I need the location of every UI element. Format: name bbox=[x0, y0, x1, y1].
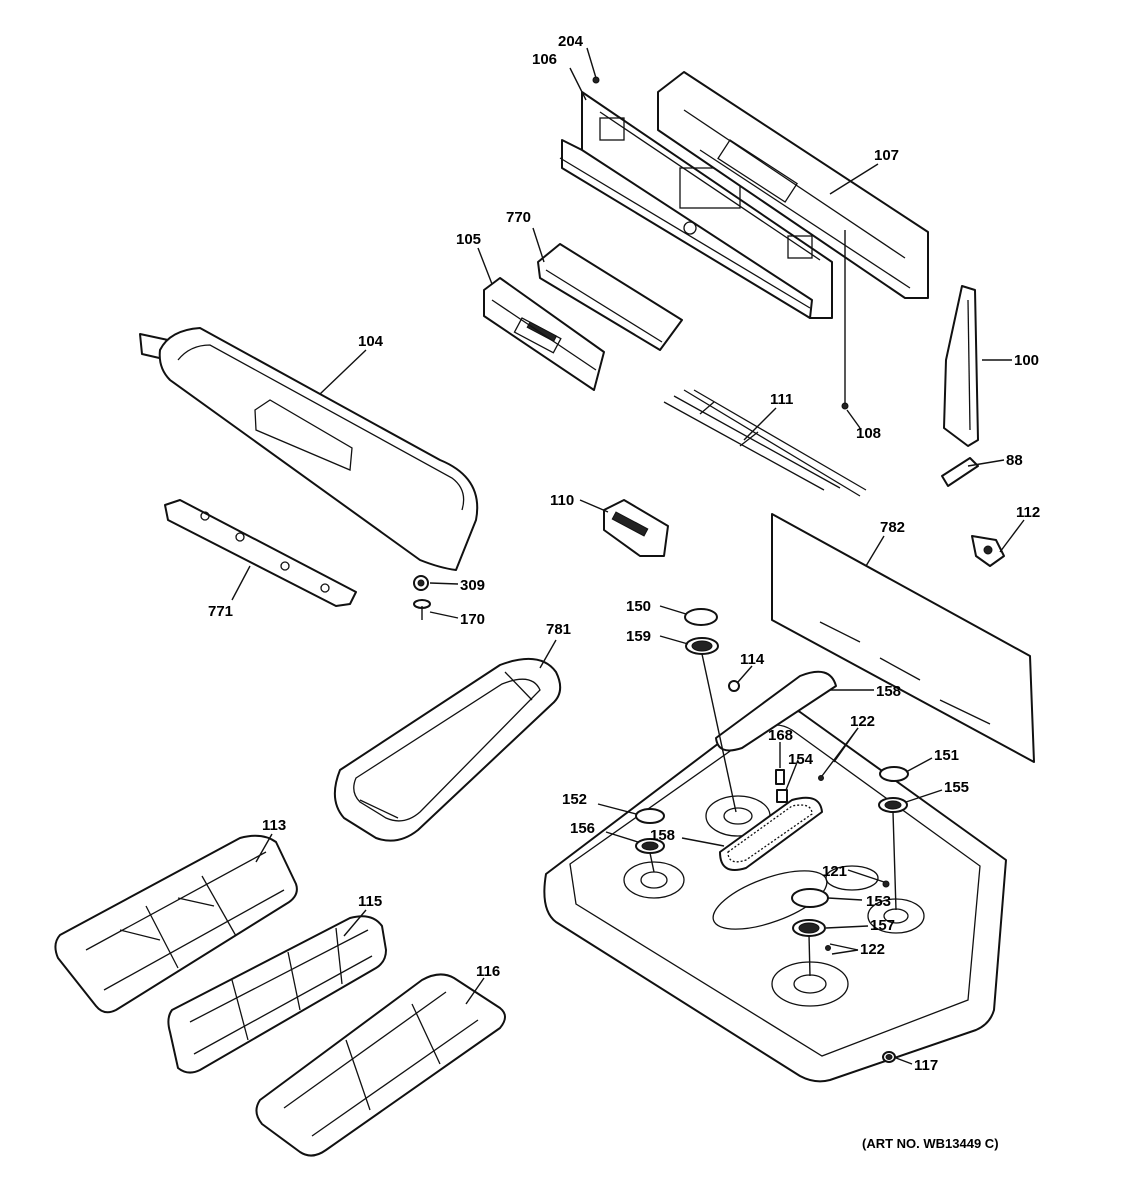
part-157-burner-head bbox=[792, 919, 826, 937]
callout-152: 152 bbox=[562, 791, 587, 808]
part-150-burner-cap bbox=[684, 608, 718, 626]
callout-108: 108 bbox=[856, 425, 881, 442]
part-104-backguard bbox=[139, 327, 479, 571]
part-112-valve bbox=[971, 535, 1005, 567]
art-number: (ART NO. WB13449 C) bbox=[862, 1136, 999, 1151]
callout-170: 170 bbox=[460, 611, 485, 628]
part-100-side-trim bbox=[943, 285, 979, 447]
part-115-grate bbox=[167, 915, 387, 1074]
part-105-control-board bbox=[483, 277, 605, 391]
part-771-bracket bbox=[164, 499, 357, 607]
callout-112: 112 bbox=[1016, 504, 1040, 521]
callout-156: 156 bbox=[570, 820, 595, 837]
callout-100: 100 bbox=[1014, 352, 1039, 369]
callout-111: 111 bbox=[770, 391, 793, 408]
callout-770: 770 bbox=[506, 209, 531, 226]
callout-116: 116 bbox=[476, 963, 500, 980]
callout-204: 204 bbox=[558, 33, 584, 50]
part-116-grate bbox=[255, 973, 506, 1157]
callout-104: 104 bbox=[358, 333, 384, 350]
callout-115: 115 bbox=[358, 893, 382, 910]
callout-121: 121 bbox=[822, 863, 847, 880]
callout-110: 110 bbox=[550, 492, 574, 509]
part-113-grate bbox=[54, 834, 298, 1014]
part-152-burner-cap bbox=[635, 808, 665, 824]
callout-117: 117 bbox=[914, 1057, 938, 1074]
part-156-burner-head bbox=[635, 838, 665, 854]
part-170-screw bbox=[413, 599, 431, 620]
callout-88: 88 bbox=[1006, 452, 1023, 469]
callout-leaders bbox=[231, 47, 1025, 1065]
part-121-electrode bbox=[882, 880, 890, 888]
callout-158-top: 158 bbox=[876, 683, 901, 700]
part-88-clip bbox=[941, 457, 979, 487]
callout-771: 771 bbox=[208, 603, 233, 620]
callout-154: 154 bbox=[788, 751, 814, 768]
part-122-screw-bottom bbox=[825, 945, 831, 951]
callout-309: 309 bbox=[460, 577, 485, 594]
callout-782: 782 bbox=[880, 519, 905, 536]
callout-157: 157 bbox=[870, 917, 895, 934]
part-151-burner-cap bbox=[879, 766, 909, 782]
callout-168: 168 bbox=[768, 727, 793, 744]
callout-labels: 204 106 107 770 105 104 100 111 108 88 1… bbox=[208, 33, 1040, 1074]
callout-122-bottom: 122 bbox=[860, 941, 885, 958]
part-153-burner-cap bbox=[791, 888, 829, 908]
callout-153: 153 bbox=[866, 893, 891, 910]
part-107-panel-top bbox=[657, 71, 929, 299]
part-782-back-panel bbox=[771, 513, 1035, 763]
part-106-bracket bbox=[559, 91, 833, 319]
callout-107: 107 bbox=[874, 147, 899, 164]
part-117-bumper bbox=[882, 1051, 896, 1063]
callout-114: 114 bbox=[740, 651, 765, 668]
callout-151: 151 bbox=[934, 747, 959, 764]
part-114-electrode bbox=[728, 680, 740, 692]
part-159-burner-head bbox=[685, 637, 719, 655]
callout-781: 781 bbox=[546, 621, 571, 638]
part-781-griddle bbox=[333, 657, 562, 842]
part-154-orifice bbox=[776, 789, 788, 803]
callout-105: 105 bbox=[456, 231, 481, 248]
part-111-wire-harness bbox=[663, 389, 867, 497]
part-158-oval-cover bbox=[715, 670, 837, 752]
callout-113: 113 bbox=[262, 817, 286, 834]
callout-106: 106 bbox=[532, 51, 557, 68]
part-770-shield bbox=[537, 243, 683, 351]
callout-155: 155 bbox=[944, 779, 969, 796]
callout-122-top: 122 bbox=[850, 713, 875, 730]
part-110-spark-module bbox=[603, 499, 669, 557]
callout-158-bottom: 158 bbox=[650, 827, 675, 844]
part-168-screw bbox=[775, 769, 785, 785]
part-158-oval-burner bbox=[719, 796, 823, 871]
callout-150: 150 bbox=[626, 598, 651, 615]
part-155-burner-head bbox=[878, 797, 908, 813]
part-122-screw-top bbox=[818, 775, 824, 781]
callout-159: 159 bbox=[626, 628, 651, 645]
